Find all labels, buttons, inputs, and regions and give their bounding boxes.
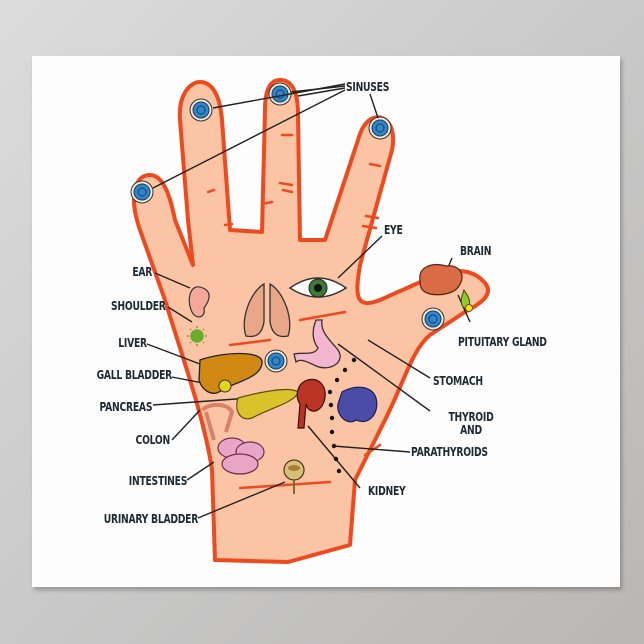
lungs-icon — [243, 282, 291, 338]
label-brain: BRAIN — [460, 243, 492, 258]
label-colon: COLON — [135, 432, 171, 447]
label-kidney: KIDNEY — [368, 483, 406, 498]
label-ear: EAR — [132, 264, 152, 279]
brain-icon — [419, 263, 463, 296]
label-gall-bladder: GALL BLADDER — [96, 367, 173, 382]
label-parathyroids: PARATHYROIDS — [411, 444, 488, 459]
label-urinary-bladder: URINARY BLADDER — [103, 511, 199, 526]
liver-icon — [198, 352, 263, 394]
gall-bladder-icon — [218, 379, 232, 393]
label-stomach: STOMACH — [433, 373, 483, 388]
pancreas-icon — [236, 388, 299, 420]
label-intestines: INTESTINES — [128, 473, 188, 488]
label-shoulder: SHOULDER — [111, 298, 166, 313]
shoulder-sun-icon — [187, 326, 207, 346]
label-eye: EYE — [384, 222, 403, 237]
colon-icon — [200, 403, 235, 441]
intestines-icon — [217, 437, 265, 475]
label-thyroid: THYROID — [448, 409, 494, 424]
label-pituitary-gland: PITUITARY GLAND — [458, 334, 547, 349]
label-thyroid-and: AND — [460, 422, 482, 437]
stomach-icon — [293, 319, 341, 369]
label-sinuses: SINUSES — [346, 79, 390, 94]
thyroid-icon — [337, 386, 378, 423]
label-liver: LIVER — [118, 335, 147, 350]
kidney-icon — [296, 378, 326, 429]
eye-icon — [288, 277, 348, 298]
urinary-bladder-icon — [283, 459, 305, 494]
label-pancreas: PANCREAS — [99, 399, 152, 414]
ear-icon — [188, 286, 210, 318]
sinus-points — [130, 82, 445, 373]
dotted-reflex-line — [327, 357, 357, 474]
